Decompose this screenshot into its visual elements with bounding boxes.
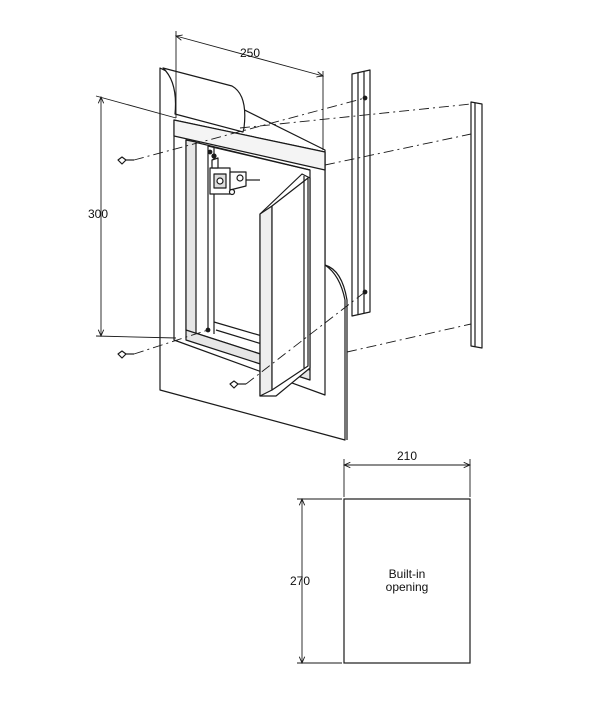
mounting-strip [351,69,371,317]
door-height-ext-top [95,95,177,119]
built-in-opening [343,498,471,664]
axis-line-bottom-screw [133,329,209,355]
opening-label-line1: Built-in [389,567,426,581]
lock-mechanism [209,153,260,196]
opening-label-line2: opening [386,580,429,594]
frame-screw-hole-bottom [205,327,211,333]
frame-screw-hole-top [207,149,213,155]
frame-top-inner-line [207,145,311,171]
cover-strip [470,101,483,349]
assembly-axis-lines [133,97,472,385]
plate-bottom-flange [324,264,348,440]
door-width-dim-line [176,36,323,76]
opening-width-value: 210 [397,449,417,463]
screw-bottom-left [117,350,134,359]
axis-line-mid-cover [324,133,472,166]
door-height-ext-bottom [95,335,177,339]
door-width-dimension [176,31,323,150]
opening-height-value: 270 [290,574,310,588]
opening-height-dimension [297,499,342,663]
axis-line-frame-bottom [245,291,366,385]
door-height-value: 300 [88,207,108,221]
strip-hole-top [362,95,368,101]
door-width-value: 250 [240,46,260,60]
plate-top-flange [162,67,246,133]
axis-line-bottom-cover [346,323,472,353]
screw-top-left [117,156,134,165]
door-height-dimension [95,95,177,339]
door-leaf-front [271,177,309,391]
frame-bottom-inner-line [213,321,263,337]
frame-top-bar [173,119,326,171]
frame-bottom-inner-line-2 [215,329,263,345]
frame-left-rail [185,139,197,339]
opening-width-dimension [344,459,470,497]
screw-bottom-center [229,380,246,389]
door-assembly [117,67,483,441]
door-leaf-face [259,205,273,397]
